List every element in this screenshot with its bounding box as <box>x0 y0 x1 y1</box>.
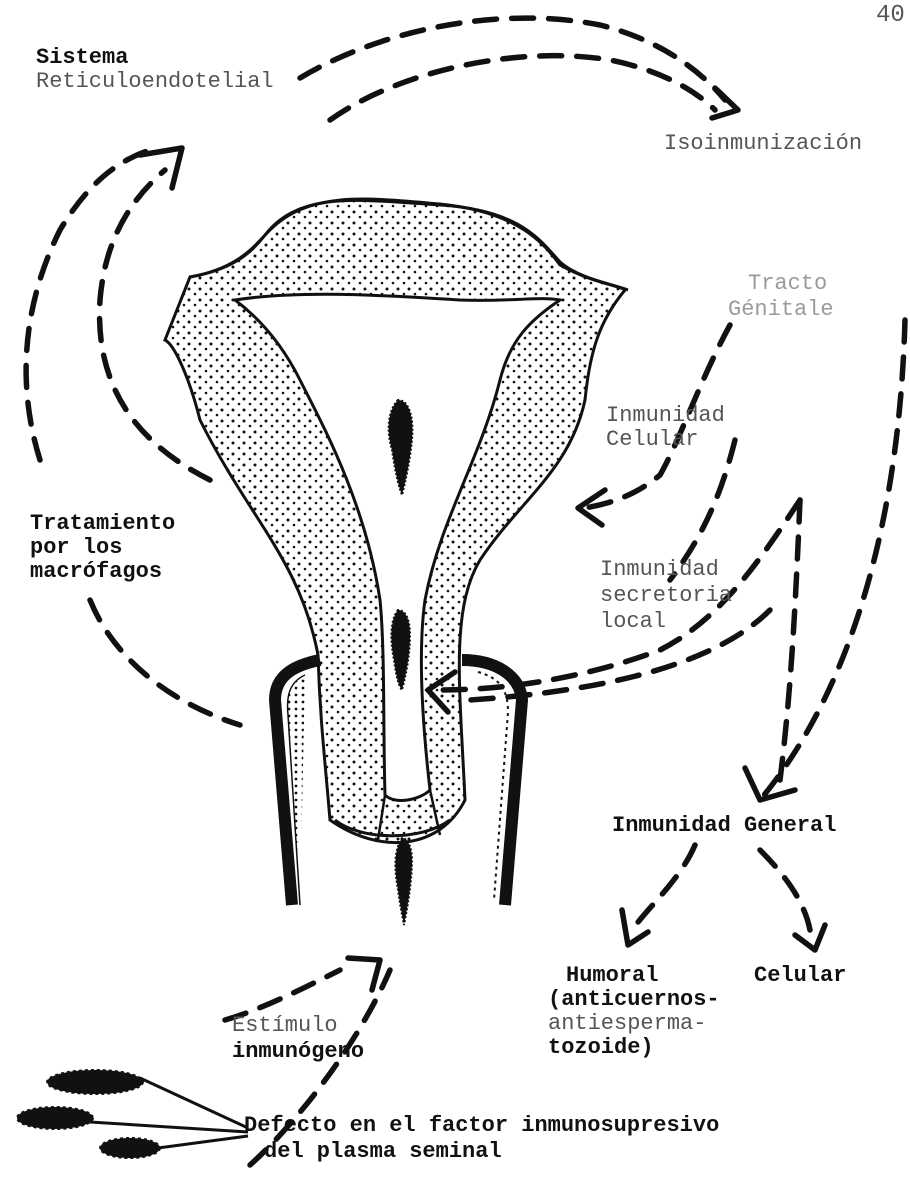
arrow-general-to-humoral <box>632 845 695 930</box>
label-secretoria-line1: Inmunidad <box>600 558 719 582</box>
label-defecto-line2: del plasma seminal <box>264 1140 502 1164</box>
page-number: 40 <box>876 4 905 28</box>
label-inmunidad-celular-line1: Inmunidad <box>606 404 725 428</box>
arrow-reticulo-to-isoinmunizacion-2 <box>330 56 715 120</box>
sperm-lower <box>395 838 412 925</box>
label-tracto-line1: Tracto <box>748 272 827 296</box>
label-tratamiento-line3: macrófagos <box>30 560 162 584</box>
arrow-macrofagos-to-vagina <box>90 600 240 725</box>
label-humoral-line2: (anticuernos- <box>548 988 720 1012</box>
label-reticulo-line2: Reticuloendotelial <box>36 70 274 94</box>
label-inmunidad-celular-line2: Celular <box>606 428 698 452</box>
seminal-glands <box>17 1070 248 1158</box>
label-humoral-line4: tozoide) <box>548 1036 654 1060</box>
label-estimulo-line1: Estímulo <box>232 1014 338 1038</box>
label-tratamiento-line1: Tratamiento <box>30 512 175 536</box>
arrow-general-to-celular <box>760 850 810 930</box>
label-humoral-line1: Humoral <box>566 964 658 988</box>
uterus <box>165 199 628 843</box>
label-secretoria-line2: secretoria <box>600 584 732 608</box>
label-estimulo-line2: inmunógeno <box>232 1040 364 1064</box>
label-reticulo-line1: Sistema <box>36 46 128 70</box>
arrow-tratamiento-to-sistema <box>26 150 150 460</box>
arrowhead-estimulo <box>348 958 380 990</box>
arrow-general-down <box>780 500 800 780</box>
arrow-right-to-general <box>760 320 905 800</box>
label-defecto-line1: Defecto en el factor inmunosupresivo <box>244 1114 719 1138</box>
label-secretoria-line3: local <box>600 610 666 634</box>
arrowhead-isoinmunizacion <box>712 88 738 118</box>
label-inmunidad-general: Inmunidad General <box>612 814 836 838</box>
label-tracto-line2: Génitale <box>728 298 834 322</box>
arrowhead-sistema <box>140 148 182 188</box>
label-isoinmunizacion: Isoinmunización <box>664 132 862 156</box>
label-tratamiento-line2: por los <box>30 536 122 560</box>
label-humoral-line3: antiesperma- <box>548 1012 706 1036</box>
label-celular: Celular <box>754 964 846 988</box>
